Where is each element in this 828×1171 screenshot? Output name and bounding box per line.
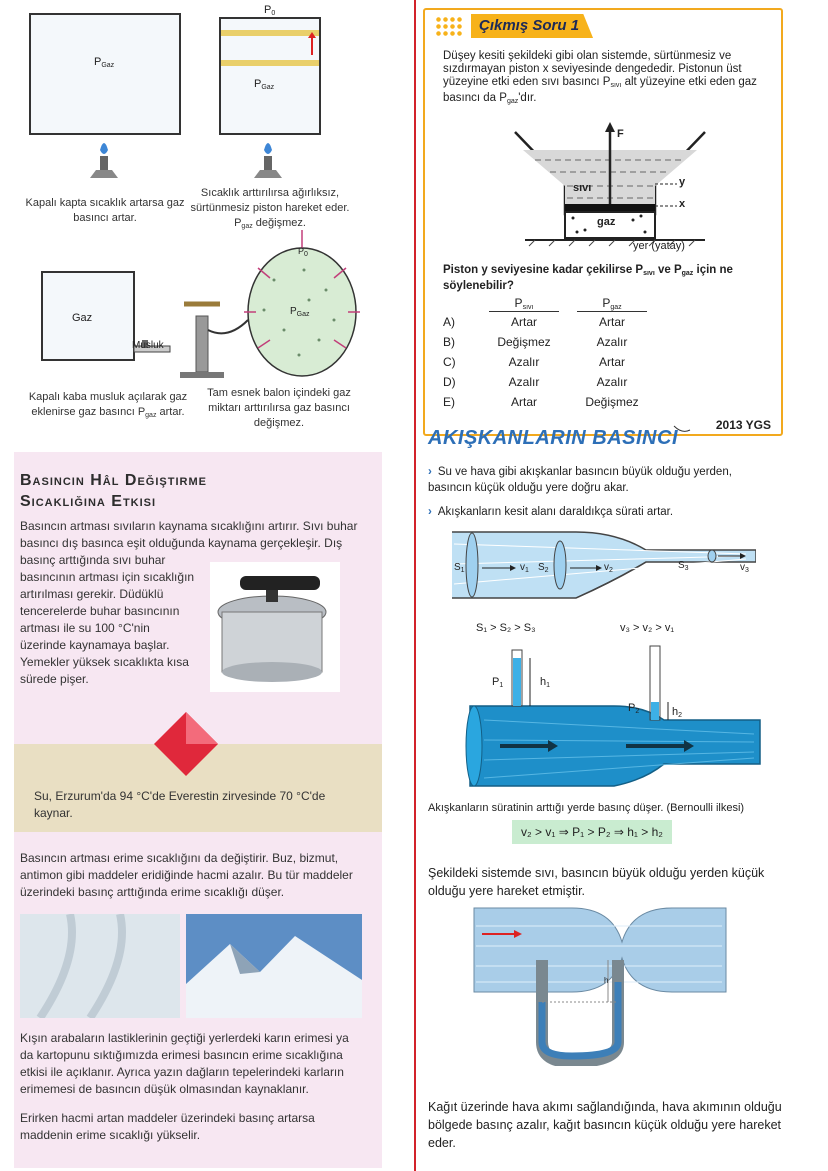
panel-para-1b: basınç arttığında sıvı buhar basıncının … (20, 553, 195, 686)
exam-question-box: Çıkmış Soru 1 Düşey kesiti şekildeki gib… (423, 8, 783, 436)
column-divider (414, 0, 416, 1171)
pressure-cooker-image (210, 562, 340, 692)
fig4-caption: Tam esnek balon içindeki gaz miktarı art… (207, 387, 351, 429)
panel-para-3: Kışın arabaların lastiklerinin geçtiği y… (20, 1031, 349, 1096)
p2-label: P2 (628, 702, 640, 715)
ground-label: yer (yatay) (633, 240, 685, 252)
dots-decoration-icon (435, 16, 463, 36)
gas-figures-illustration (29, 13, 360, 378)
gas-label: gaz (597, 216, 616, 228)
diamond-icon (154, 712, 218, 776)
fig2-outer-pressure: P0 (264, 4, 276, 17)
s3-label: S3 (678, 560, 689, 572)
fig3-valve-label: Musluk (132, 340, 164, 351)
question-prompt: Piston y seviyesine kadar çekilirse Psıv… (443, 264, 733, 292)
h-label: h (604, 976, 609, 985)
section-heading: AKIŞKANLARIN BASINCI (428, 427, 678, 449)
p1-label: P1 (492, 676, 504, 689)
s2-label: S2 (538, 562, 549, 574)
question-tag: Çıkmış Soru 1 (471, 14, 594, 38)
col-header-liquid: Psıvı (489, 296, 559, 312)
level-y-label: y (679, 176, 686, 188)
piston-diagram (514, 122, 706, 247)
area-relation: S₁ > S₂ > S₃ (476, 622, 536, 634)
fig2-pressure-label: PGaz (254, 78, 275, 91)
exam-year: 2013 YGS (715, 418, 771, 432)
level-x-label: x (679, 198, 686, 210)
liquid-label: sıvı (573, 182, 592, 194)
fig3-gas-label: Gaz (72, 312, 93, 324)
utube-venturi-diagram (473, 907, 727, 1066)
fig4-outer-p-label: P0 (298, 246, 308, 258)
speed-relation: v₃ > v₂ > v₁ (620, 622, 675, 634)
fig1-caption: Kapalı kapta sıcaklık artarsa gaz basınc… (25, 197, 185, 224)
fig2-caption: Sıcaklık arttırılırsa ağırlıksız, sürtün… (190, 187, 350, 230)
note-text: Su, Erzurum'da 94 °C'de Everestin zirves… (34, 789, 326, 820)
v1-label: v1 (520, 562, 529, 574)
col-header-gas: Pgaz (577, 296, 647, 312)
venturi-diagram (465, 645, 761, 787)
figure-gas-pressure-set: PGaz Kapalı kapta sıcaklık artarsa gaz b… (14, 0, 414, 445)
fig1-pressure-label: PGaz (94, 56, 115, 69)
panel-para-2: Basıncın artması erime sıcaklığını da de… (20, 851, 353, 899)
h1-label: h1 (540, 676, 551, 689)
snow-images (20, 914, 362, 1018)
paragraph-3: Şekildeki sistemde sıvı, basıncın büyük … (428, 866, 765, 898)
panel-para-1: Basıncın artması sıvıların kaynama sıcak… (20, 519, 358, 550)
bernoulli-text: Akışkanların süratinin arttığı yerde bas… (428, 802, 745, 814)
bullet-1: ›Su ve hava gibi akışkanlar basıncın büy… (428, 466, 732, 494)
bullet-2: ›Akışkanların kesit alanı daraldıkça sür… (428, 506, 674, 518)
s1-label: S1 (454, 562, 465, 574)
chevron-icon: › (428, 506, 432, 518)
chevron-icon: › (428, 466, 432, 478)
fig3-caption: Kapalı kaba musluk açılarak gaz eklenirs… (28, 391, 188, 419)
panel-para-4: Erirken hacmi artan maddeler üzerindeki … (20, 1111, 315, 1142)
question-text: Düşey kesiti şekildeki gibi olan sistemd… (443, 50, 757, 105)
curve-decoration-icon (673, 425, 691, 432)
bernoulli-formula: v₂ > v₁ ⇒ P₁ > P₂ ⇒ h₁ > h₂ (512, 820, 672, 844)
v3-label: v3 (740, 562, 749, 574)
h2-label: h2 (672, 706, 683, 719)
narrowing-pipe-diagram (452, 531, 756, 599)
v2-label: v2 (604, 562, 613, 574)
fig4-center-label: PGaz (290, 306, 310, 318)
paragraph-4: Kağıt üzerinde hava akımı sağlandığında,… (428, 1100, 782, 1150)
force-label: F (617, 128, 624, 140)
note-box: Su, Erzurum'da 94 °C'de Everestin zirves… (14, 712, 382, 832)
